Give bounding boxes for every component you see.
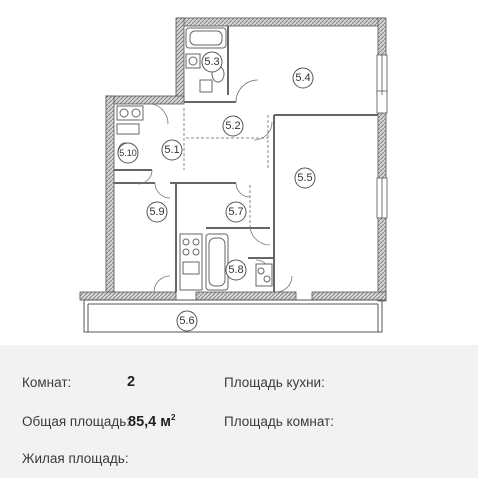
dashed-zones	[183, 108, 269, 225]
svg-text:5.6: 5.6	[179, 315, 194, 327]
room-label-5-6: 5.6	[176, 310, 198, 332]
room-label-5-9: 5.9	[146, 201, 168, 223]
svg-text:5.7: 5.7	[228, 206, 243, 218]
svg-text:5.9: 5.9	[149, 206, 164, 218]
svg-text:5.8: 5.8	[228, 264, 243, 276]
room-label-5-8: 5.8	[225, 259, 247, 281]
windows	[376, 54, 388, 219]
balcony	[83, 299, 383, 333]
room-label-5-2: 5.2	[222, 115, 244, 137]
svg-text:5.1: 5.1	[164, 144, 179, 156]
apartment-info-panel: Комнат: 2 Общая площадь: 85,4 м2 Жилая п…	[0, 345, 478, 478]
total-area-label: Общая площадь:	[22, 414, 131, 429]
svg-text:5.4: 5.4	[295, 72, 310, 84]
svg-text:5.2: 5.2	[225, 120, 240, 132]
rooms-count-value: 2	[127, 374, 136, 390]
room-label-5-5: 5.5	[294, 167, 316, 189]
room-label-5-4: 5.4	[292, 67, 314, 89]
kitchen-unit	[179, 233, 203, 291]
room-label-5-7: 5.7	[225, 201, 247, 223]
bathtub-top	[185, 27, 227, 49]
floor-plan: 5.1 5.2 5.3 5.4 5.5 5.6 5.7 5.8 5.9 5.10	[79, 17, 388, 333]
room-label-5-10: 5.10	[117, 142, 139, 164]
kitchen-area-label: Площадь кухни:	[224, 375, 325, 390]
door-swings	[137, 79, 293, 293]
svg-text:5.5: 5.5	[297, 172, 312, 184]
svg-text:5.10: 5.10	[119, 148, 137, 158]
room-label-5-1: 5.1	[161, 139, 183, 161]
interior-walls	[114, 26, 378, 292]
living-area-label: Жилая площадь:	[22, 451, 129, 466]
room-label-5-3: 5.3	[201, 51, 223, 73]
total-area-value: 85,4 м2	[128, 413, 176, 430]
svg-text:5.3: 5.3	[204, 56, 219, 68]
bathtub-bottom	[205, 233, 229, 291]
outer-walls	[79, 17, 387, 302]
room-area-label: Площадь комнат:	[224, 414, 334, 429]
rooms-count-label: Комнат:	[22, 375, 72, 390]
room-labels: 5.1 5.2 5.3 5.4 5.5 5.6 5.7 5.8 5.9 5.10	[117, 51, 316, 332]
sink-bottom	[255, 263, 273, 287]
